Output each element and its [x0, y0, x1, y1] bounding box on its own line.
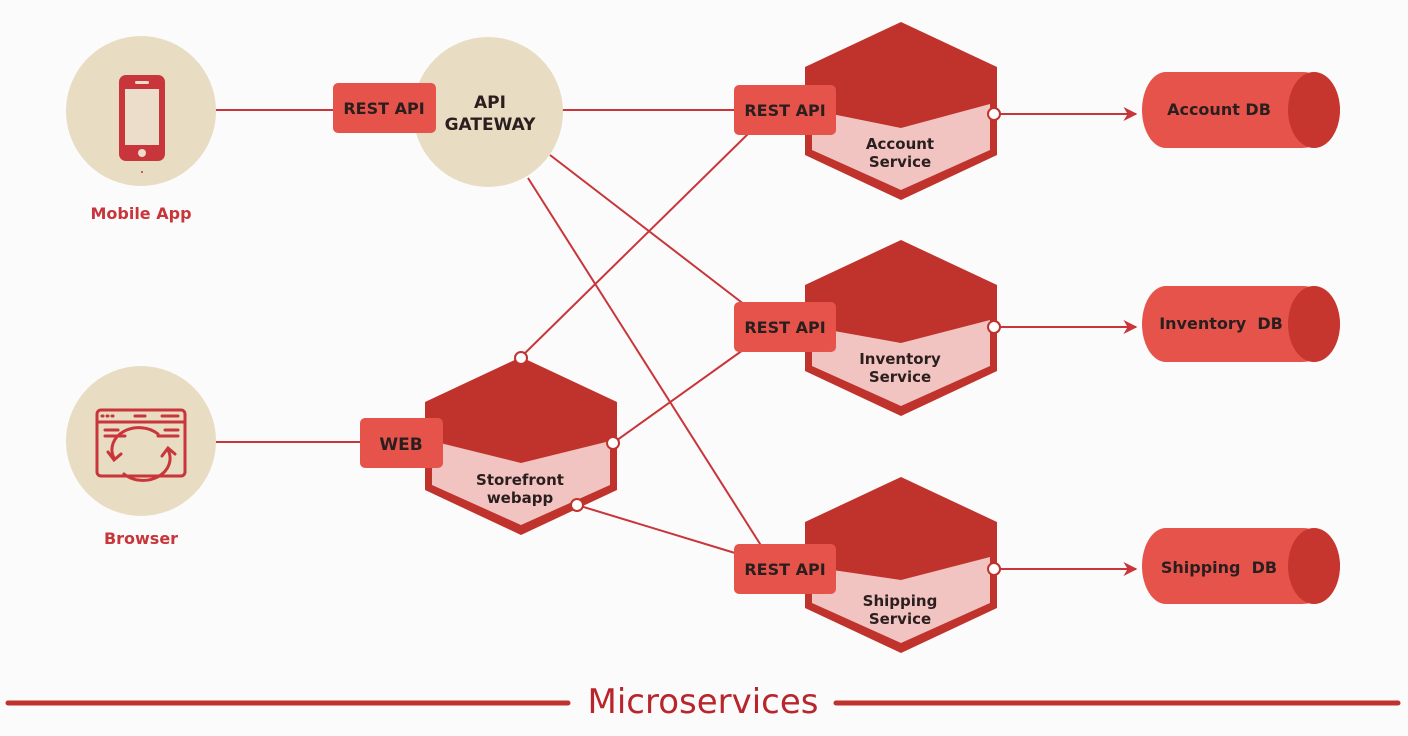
- storefront-hexagon-lower: [432, 441, 610, 525]
- service-inventory[interactable]: Inventory Service REST API: [734, 240, 1001, 416]
- account-rest-api-label: REST API: [744, 101, 825, 120]
- edge-gateway-inventory: [549, 154, 746, 306]
- edge-storefront-inventory: [612, 349, 744, 444]
- browser-client-label: Browser: [104, 529, 178, 548]
- storefront-web-badge[interactable]: WEB: [360, 418, 443, 468]
- page-title: Microservices: [587, 682, 818, 722]
- inventory-hexagon-lower: [812, 320, 990, 406]
- account-db-cap: [1288, 72, 1340, 148]
- service-shipping[interactable]: Shipping Service REST API: [734, 477, 1001, 653]
- api-gateway-circle: [413, 37, 563, 187]
- inventory-service-label-line1: Inventory: [859, 350, 941, 368]
- storefront-label-line2: webapp: [487, 489, 554, 507]
- storefront-web-label: WEB: [379, 435, 422, 455]
- inventory-rest-api-label: REST API: [744, 318, 825, 337]
- edge-storefront-account: [519, 129, 753, 359]
- edge-gateway-shipping: [527, 177, 763, 548]
- account-service-label-line2: Service: [869, 153, 931, 171]
- api-gateway[interactable]: API GATEWAY REST API: [333, 37, 563, 187]
- inventory-port: [987, 320, 1001, 334]
- shipping-service-label-line1: Shipping: [863, 592, 938, 610]
- shipping-rest-api-label: REST API: [744, 560, 825, 579]
- footer-title-bar: Microservices: [5, 682, 1401, 722]
- api-gateway-label-line2: GATEWAY: [445, 115, 537, 135]
- storefront-label-line1: Storefront: [476, 471, 564, 489]
- client-browser[interactable]: Browser: [66, 366, 216, 548]
- client-mobile-app[interactable]: Mobile App: [66, 36, 216, 223]
- account-db-body: [1142, 72, 1340, 148]
- storefront-port-top: [514, 351, 528, 365]
- inventory-db-body: [1142, 286, 1340, 362]
- inventory-service-label-line2: Service: [869, 368, 931, 386]
- shipping-hexagon-lower: [812, 557, 990, 643]
- db-inventory[interactable]: Inventory DB: [1142, 286, 1340, 362]
- mobile-client-label: Mobile App: [90, 204, 191, 223]
- account-hexagon-lower: [812, 104, 990, 190]
- shipping-port: [987, 562, 1001, 576]
- browser-client-circle: [66, 366, 216, 516]
- shipping-service-label-line2: Service: [869, 610, 931, 628]
- shipping-rest-api-badge[interactable]: REST API: [734, 544, 836, 594]
- service-account[interactable]: Account Service REST API: [734, 22, 1001, 200]
- account-db-label: Account DB: [1167, 100, 1271, 119]
- storefront-port-right: [606, 436, 620, 450]
- db-account[interactable]: Account DB: [1142, 72, 1340, 148]
- inventory-rest-api-badge[interactable]: REST API: [734, 302, 836, 352]
- shipping-db-body: [1142, 528, 1340, 604]
- account-rest-api-badge[interactable]: REST API: [734, 85, 836, 135]
- account-service-label-line1: Account: [866, 135, 934, 153]
- smartphone-icon: [119, 75, 165, 173]
- shipping-db-label: Shipping DB: [1161, 558, 1277, 577]
- gateway-rest-api-badge[interactable]: REST API: [333, 83, 436, 133]
- inventory-db-cap: [1288, 286, 1340, 362]
- edges: [216, 107, 1138, 576]
- storefront-webapp[interactable]: Storefront webapp WEB: [360, 351, 620, 535]
- gateway-rest-api-label: REST API: [343, 99, 424, 118]
- account-port: [987, 107, 1001, 121]
- db-shipping[interactable]: Shipping DB: [1142, 528, 1340, 604]
- inventory-db-label: Inventory DB: [1159, 314, 1283, 333]
- storefront-port-bottom: [570, 498, 584, 512]
- shipping-db-cap: [1288, 528, 1340, 604]
- edge-storefront-shipping: [576, 504, 736, 554]
- api-gateway-label-line1: API: [474, 93, 506, 113]
- browser-sync-icon: [95, 408, 187, 482]
